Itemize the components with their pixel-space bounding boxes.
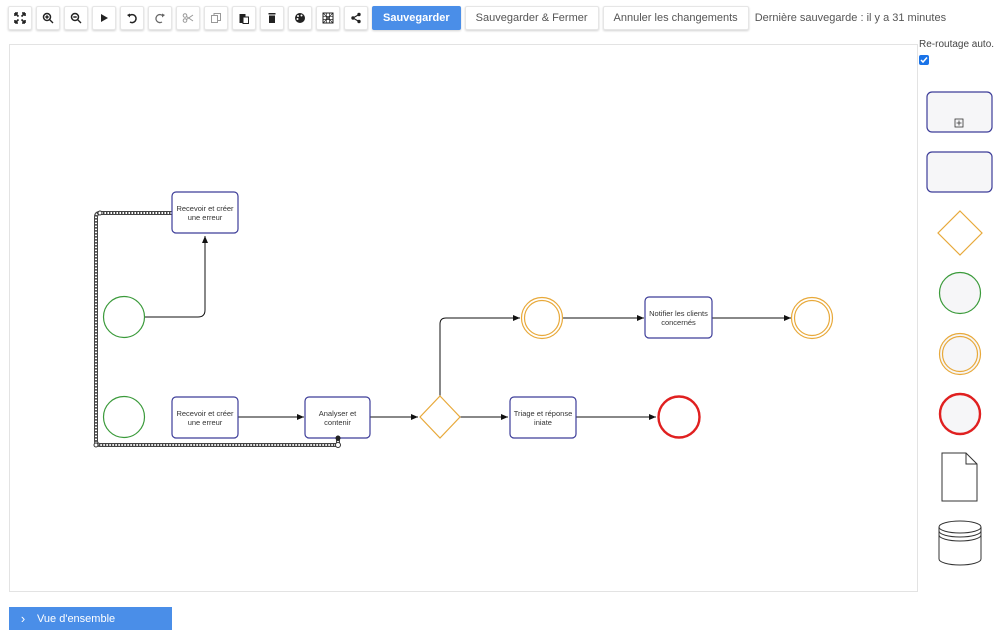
save-button[interactable]: Sauvegarder <box>372 6 461 30</box>
play-button[interactable] <box>92 6 116 30</box>
cancel-changes-button[interactable]: Annuler les changements <box>602 6 749 30</box>
chevron-right-icon: › <box>20 611 26 626</box>
fit-to-screen-button[interactable] <box>8 6 32 30</box>
palette-start-event[interactable] <box>938 271 982 315</box>
paste-button[interactable] <box>232 6 256 30</box>
task-notifier: Notifier les clients concernés <box>649 308 708 327</box>
task-box[interactable] <box>171 396 239 439</box>
cut-icon <box>182 13 194 23</box>
palette-subprocess[interactable] <box>926 91 994 135</box>
toolbar: Sauvegarder Sauvegarder & Fermer Annuler… <box>8 5 946 31</box>
auto-reroute-label: Re-routage auto. <box>919 39 995 50</box>
checkmark-icon <box>920 57 928 64</box>
connector-handle[interactable] <box>335 442 341 448</box>
start-event[interactable] <box>102 295 146 339</box>
connector-handle[interactable] <box>93 442 99 448</box>
delete-icon <box>268 13 276 23</box>
zoom-out-button[interactable] <box>64 6 88 30</box>
palette-data-store[interactable] <box>938 520 982 566</box>
fit-to-screen-icon <box>14 12 26 24</box>
palette-end-event[interactable] <box>938 392 982 436</box>
start-event[interactable] <box>102 395 146 439</box>
undo-button[interactable] <box>120 6 144 30</box>
diagram-canvas[interactable]: Recevoir et créer une erreur Recevoir et… <box>9 44 918 592</box>
task-analyser: Analyser et contenir <box>318 408 357 427</box>
task-recevoir-top: Recevoir et créer une erreur <box>176 203 234 222</box>
cut-button[interactable] <box>176 6 200 30</box>
sequence-flow[interactable] <box>145 236 208 318</box>
overview-toggle[interactable]: › Vue d'ensemble <box>9 607 172 630</box>
paste-icon <box>239 14 249 24</box>
task-box[interactable] <box>644 296 713 339</box>
delete-button[interactable] <box>260 6 284 30</box>
palette-gateway[interactable] <box>937 210 983 256</box>
save-and-close-button[interactable]: Sauvegarder & Fermer <box>464 6 599 30</box>
connector-handle[interactable] <box>97 210 103 216</box>
palette-intermediate-event[interactable] <box>938 332 982 376</box>
exclusive-gateway[interactable] <box>419 395 461 439</box>
grid-button[interactable] <box>316 6 340 30</box>
last-save-status: Dernière sauvegarde : il y a 31 minutes <box>754 12 947 24</box>
task-triage: Triage et réponse iniate <box>513 408 573 427</box>
palette-data-object[interactable] <box>941 452 979 502</box>
copy-icon <box>211 13 221 23</box>
share-icon <box>351 12 361 24</box>
copy-button[interactable] <box>204 6 228 30</box>
undo-icon <box>127 13 137 24</box>
palette-icon <box>295 13 305 23</box>
zoom-in-icon <box>42 12 54 24</box>
redo-button[interactable] <box>148 6 172 30</box>
intermediate-event[interactable] <box>520 296 564 340</box>
task-box[interactable] <box>509 396 577 439</box>
share-button[interactable] <box>344 6 368 30</box>
expand-icon <box>954 118 964 128</box>
palette-button[interactable] <box>288 6 312 30</box>
grid-icon <box>322 12 334 24</box>
task-recevoir-bottom: Recevoir et créer une erreur <box>176 408 234 427</box>
zoom-out-icon <box>70 12 82 24</box>
palette-task[interactable] <box>926 151 994 195</box>
play-icon <box>101 14 108 22</box>
redo-icon <box>155 13 165 24</box>
task-box[interactable] <box>171 191 239 234</box>
end-event[interactable] <box>657 395 701 439</box>
auto-reroute-checkbox[interactable] <box>919 55 929 65</box>
diagram-svg <box>93 191 834 448</box>
intermediate-event[interactable] <box>790 296 834 340</box>
sequence-flow[interactable] <box>439 315 520 396</box>
zoom-in-button[interactable] <box>36 6 60 30</box>
overview-label: Vue d'ensemble <box>37 612 116 625</box>
